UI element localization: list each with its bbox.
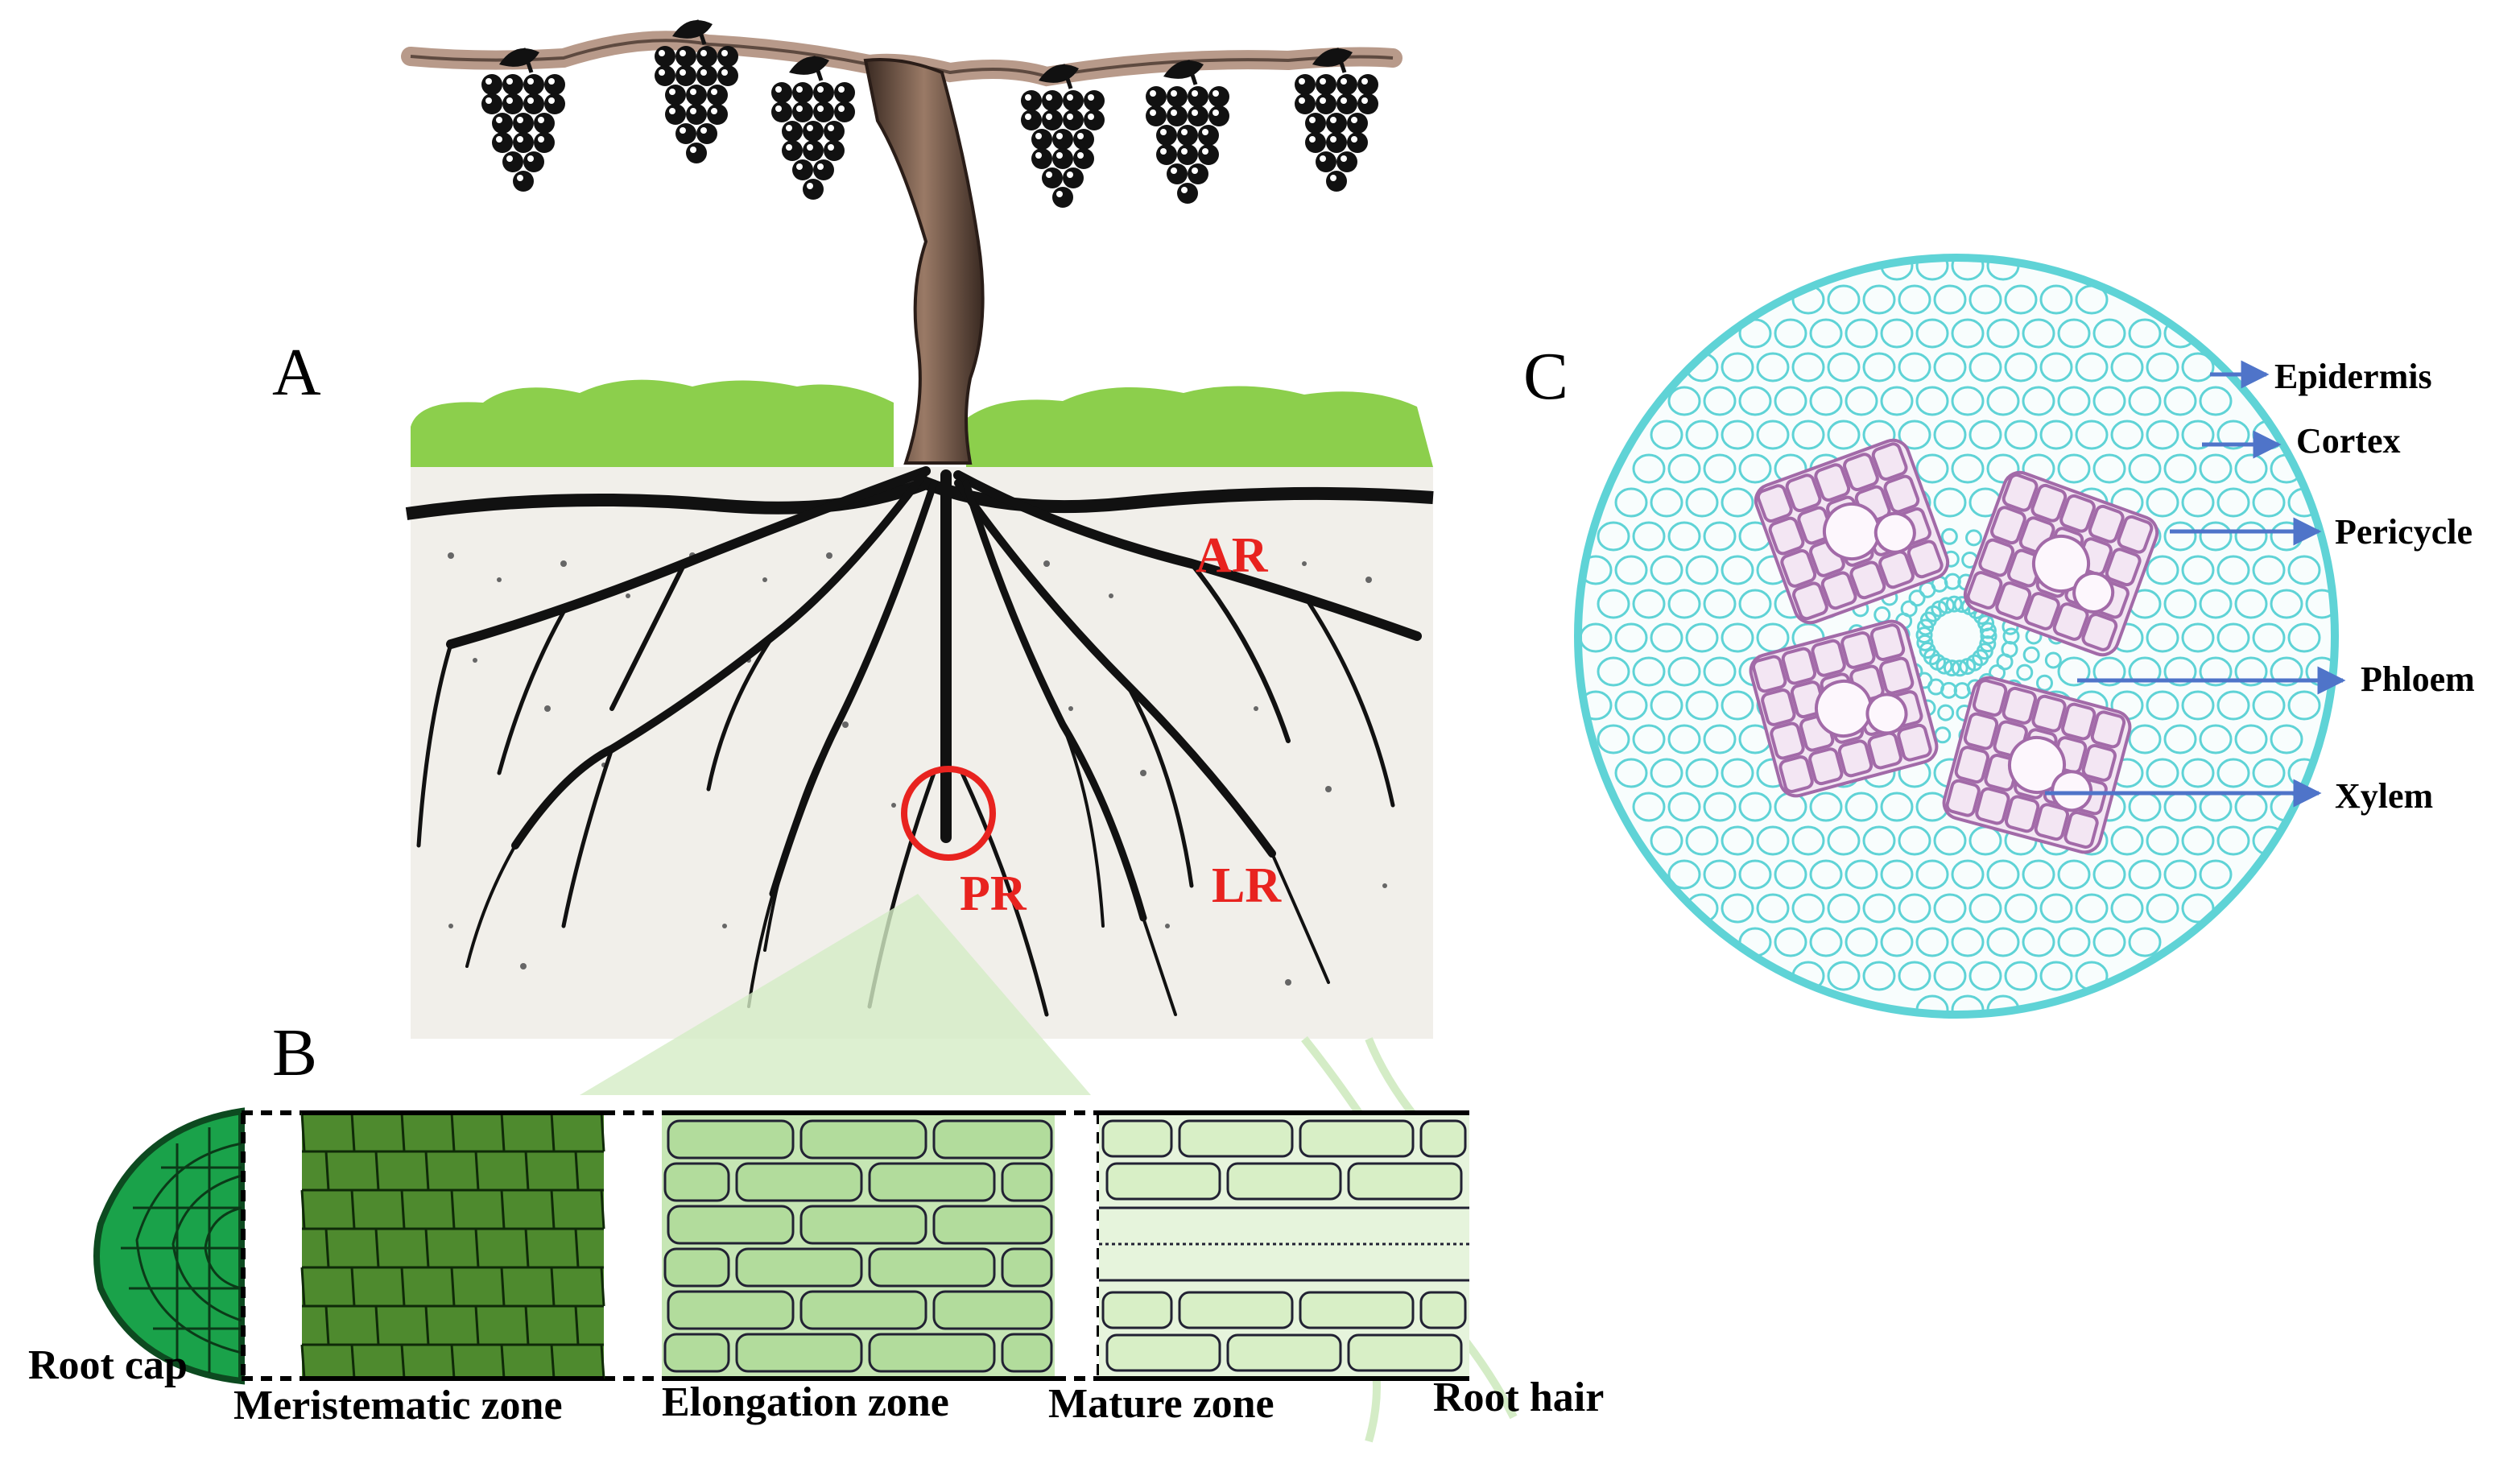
grape-bunch-icon xyxy=(1021,64,1105,208)
label-cortex: Cortex xyxy=(2296,421,2401,461)
label-primary-root: PR xyxy=(960,866,1027,921)
root-cap-cells xyxy=(121,1127,242,1373)
root-cap xyxy=(93,1107,245,1385)
vine-trunk xyxy=(863,58,985,465)
label-lateral-root: LR xyxy=(1212,858,1282,913)
tissue-pointer-arrows xyxy=(2045,360,2346,808)
label-xylem: Xylem xyxy=(2335,776,2433,816)
grape-bunch-icon xyxy=(1295,48,1378,192)
panel-label-a: A xyxy=(272,335,321,410)
panel-label-c: C xyxy=(1523,339,1568,414)
label-root-cap: Root cap xyxy=(28,1342,188,1388)
elongation-cells xyxy=(663,1119,1053,1373)
label-phloem: Phloem xyxy=(2361,659,2475,699)
root-outline xyxy=(302,1110,1469,1381)
grape-bunch-icon xyxy=(655,19,738,163)
grape-bunch-icon xyxy=(481,48,565,192)
soil-particles xyxy=(448,552,1387,986)
label-pericycle: Pericycle xyxy=(2335,512,2472,552)
soil-surface-line xyxy=(405,476,1434,520)
primary-root-tip-highlight xyxy=(901,766,996,861)
grass-right xyxy=(966,386,1433,467)
panel-b: B xyxy=(28,1015,1604,1443)
meristematic-zone xyxy=(302,1113,604,1379)
label-elongation-zone: Elongation zone xyxy=(662,1379,949,1425)
label-root-hair: Root hair xyxy=(1433,1375,1604,1420)
zoom-cone xyxy=(580,894,1091,1095)
grape-bunch-icon xyxy=(1146,60,1229,204)
mature-cells xyxy=(1099,1119,1469,1372)
label-epidermis: Epidermis xyxy=(2274,357,2432,396)
panel-a: A xyxy=(272,19,1434,1039)
grass-left xyxy=(411,379,894,467)
grape-bunch-icon xyxy=(771,56,855,200)
xylem-arms xyxy=(1749,438,2159,854)
label-mature-zone: Mature zone xyxy=(1048,1381,1274,1427)
label-adventitious-root: AR xyxy=(1196,528,1269,583)
panel-label-b: B xyxy=(272,1015,317,1090)
panel-c: C Epidermis Cortex Pericycle Phloem Xyle… xyxy=(1523,254,2475,1019)
label-meristematic-zone: Meristematic zone xyxy=(233,1383,563,1428)
epidermis-ring xyxy=(1574,254,2339,1019)
grape-bunches xyxy=(481,19,1378,208)
